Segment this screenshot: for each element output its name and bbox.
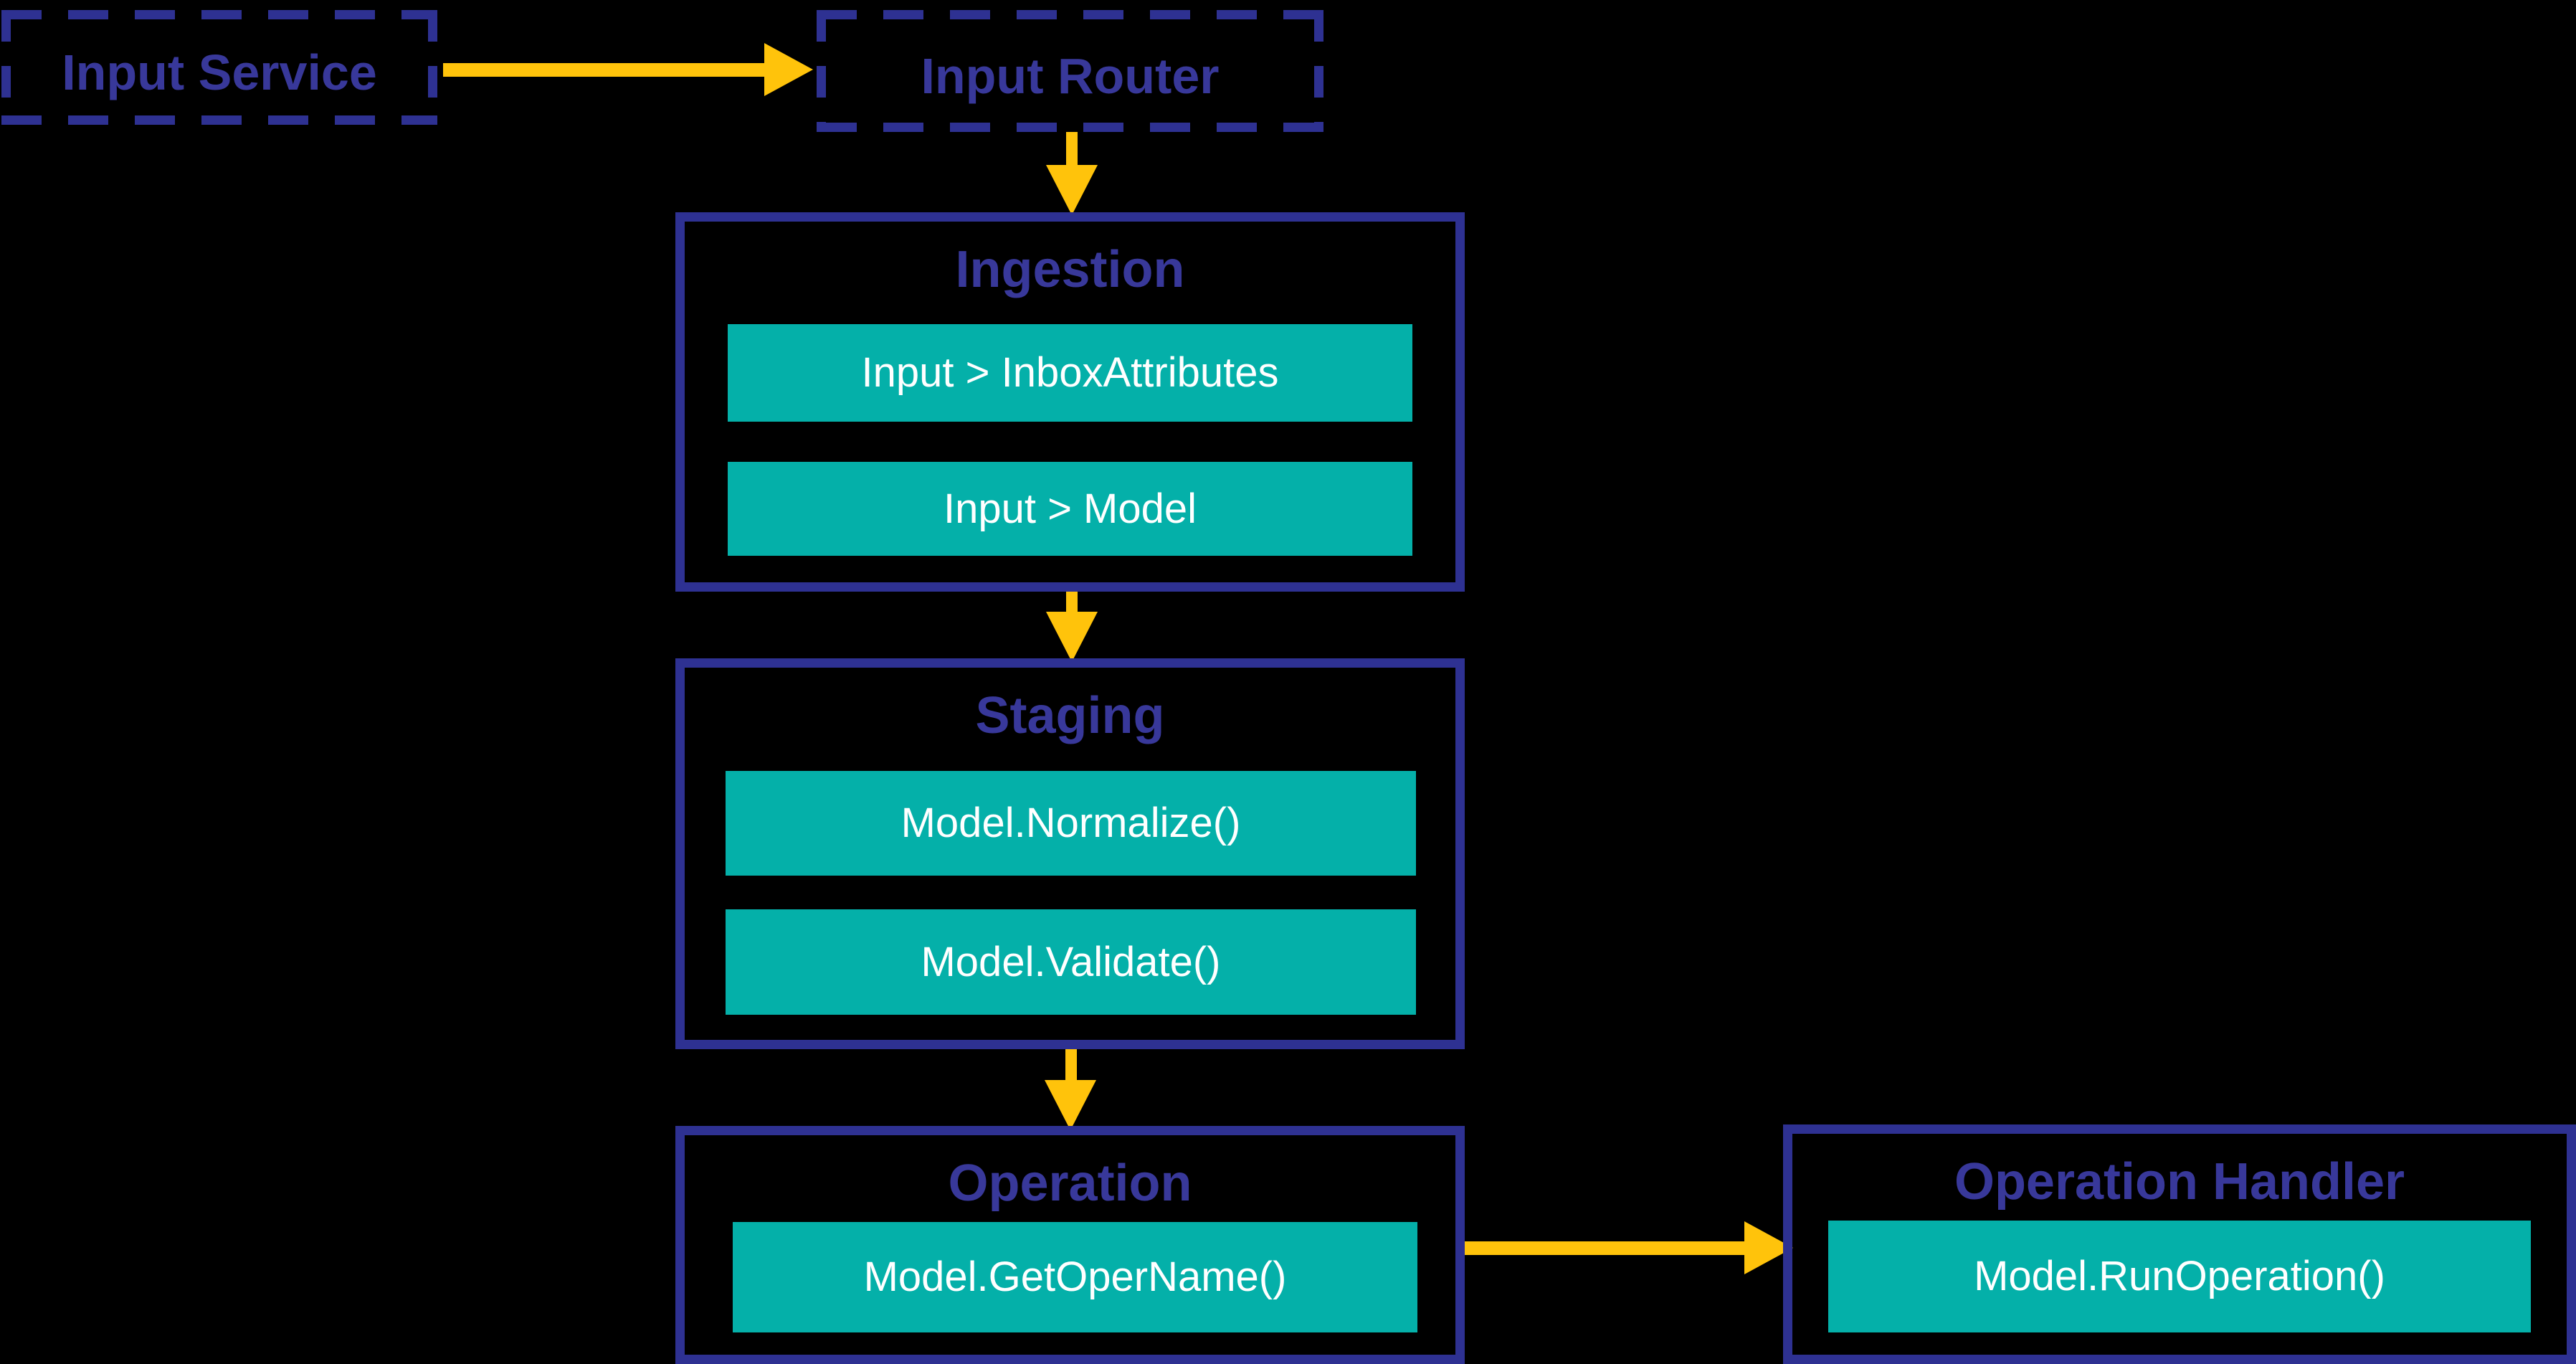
arrow-head-down-icon: [1046, 612, 1098, 662]
staging-container: Staging Model.Normalize() Model.Validate…: [675, 658, 1465, 1049]
input-router-node: Input Router: [817, 10, 1323, 132]
staging-title: Staging: [975, 687, 1165, 744]
step-model-normalize: Model.Normalize(): [726, 771, 1416, 876]
step-input-model: Input > Model: [728, 462, 1412, 556]
operation-container: Operation Model.GetOperName(): [675, 1126, 1465, 1364]
arrow-shaft: [443, 63, 767, 77]
step-model-runoperation: Model.RunOperation(): [1828, 1221, 2531, 1332]
step-model-validate: Model.Validate(): [726, 909, 1416, 1015]
input-service-node: Input Service: [1, 10, 437, 125]
ingestion-container: Ingestion Input > InboxAttributes Input …: [675, 212, 1465, 592]
operation-handler-title: Operation Handler: [1954, 1153, 2405, 1211]
input-service-label: Input Service: [62, 44, 377, 100]
input-router-label: Input Router: [921, 48, 1220, 104]
operation-title: Operation: [948, 1155, 1192, 1212]
step-input-inboxattributes: Input > InboxAttributes: [728, 324, 1412, 422]
ingestion-title: Ingestion: [955, 241, 1185, 298]
operation-handler-container: Operation Handler Model.RunOperation(): [1783, 1124, 2576, 1364]
arrow-shaft: [1465, 1241, 1746, 1255]
step-model-getopername: Model.GetOperName(): [733, 1222, 1417, 1332]
arrow-shaft: [1066, 592, 1078, 613]
arrow-shaft: [1065, 1049, 1077, 1081]
arrow-shaft: [1066, 132, 1078, 166]
arrow-head-down-icon: [1045, 1080, 1096, 1130]
arrow-head-right-icon: [764, 43, 813, 96]
arrow-head-down-icon: [1046, 165, 1098, 215]
